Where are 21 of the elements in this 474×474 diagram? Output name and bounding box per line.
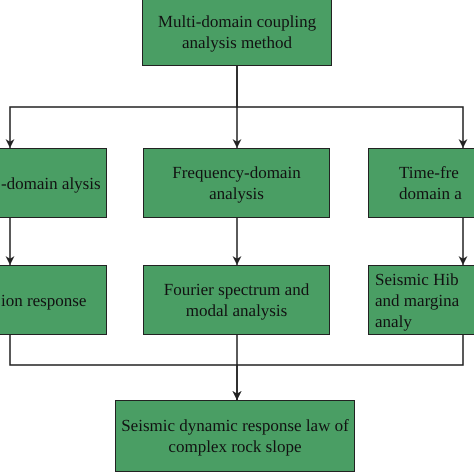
box-label: Time-fre domain a (399, 162, 463, 204)
arrow (6, 218, 14, 265)
arrow (236, 66, 468, 148)
process-box (143, 148, 330, 218)
box-label: Multi-domain coupling analysis method (156, 11, 318, 53)
process-box (115, 400, 355, 472)
box-label: Frequency-domain analysis (171, 162, 302, 204)
arrow (232, 218, 242, 265)
box-label: -domain alysis (1, 172, 102, 194)
arrow (458, 218, 468, 265)
box-label: Seismic dynamic response law of complex rock slope (120, 415, 350, 457)
process-box (0, 265, 107, 335)
process-box (143, 265, 330, 335)
process-box (368, 148, 474, 218)
box-label: ion response (1, 290, 88, 310)
box-label: Seismic Hib and margina analy (375, 268, 460, 332)
arrow (232, 335, 464, 400)
process-box (0, 148, 107, 218)
process-box (368, 265, 474, 335)
process-box (142, 0, 332, 66)
box-label: Fourier spectrum and modal analysis (162, 279, 310, 321)
